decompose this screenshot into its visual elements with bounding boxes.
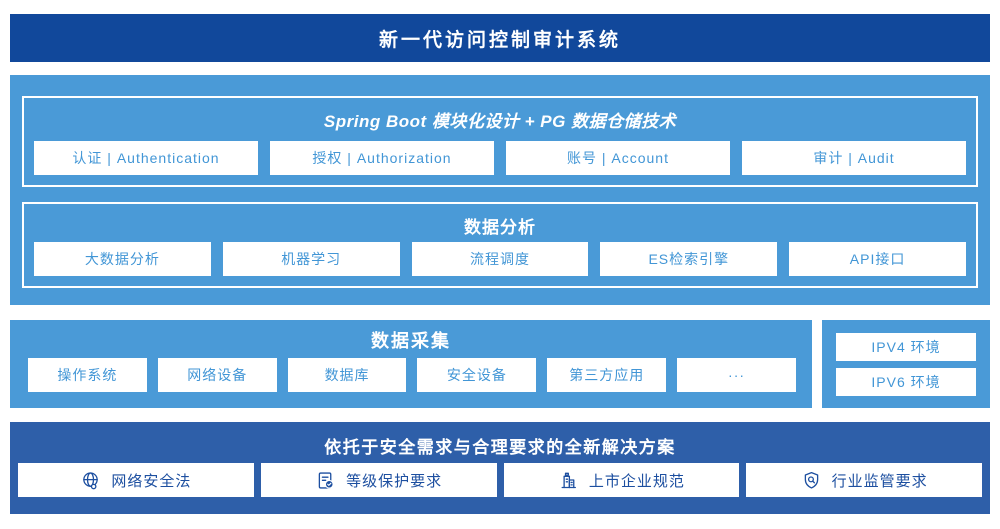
solution-label: 等级保护要求 [346,472,443,490]
collection-cell-thirdparty: 第三方应用 [547,358,667,392]
solution-box-listed-company: 上市企业规范 [503,463,740,497]
module-cell-authorization: 授权 | Authorization [270,141,494,175]
solution-box-cybersecurity-law: 网络安全法 [18,463,254,497]
modules-box: Spring Boot 模块化设计 + PG 数据仓储技术 认证 | Authe… [22,96,978,187]
analysis-cell-bigdata: 大数据分析 [34,242,211,276]
page-title: 新一代访问控制审计系统 [378,29,621,51]
collection-cell-network: 网络设备 [157,358,277,392]
env-cell-ipv6: IPV6 环境 [836,368,976,396]
collection-cell-database: 数据库 [287,358,407,392]
solution-row: 网络安全法 等级保护要求 上市企业规范 [18,463,982,497]
solution-section: 依托于安全需求与合理要求的全新解决方案 网络安全法 等级保护要求 [10,422,990,514]
page-title-banner: 新一代访问控制审计系统 [10,14,990,62]
environments-section: IPV4 环境 IPV6 环境 [822,320,990,408]
shield-search-icon [804,471,818,489]
solution-label: 行业监管要求 [831,472,928,490]
collection-cell-os: 操作系统 [28,358,147,392]
collection-title: 数据采集 [371,331,451,351]
analysis-box: 数据分析 大数据分析 机器学习 流程调度 ES检索引擎 API接口 [22,202,978,288]
solution-box-industry-regulation: 行业监管要求 [746,463,982,497]
analysis-cell-ml: 机器学习 [222,242,400,276]
module-cell-authentication: 认证 | Authentication [34,141,258,175]
modules-row: 认证 | Authentication 授权 | Authorization 账… [34,141,966,175]
solution-label: 上市企业规范 [588,472,685,490]
solution-label: 网络安全法 [111,472,192,490]
analysis-row: 大数据分析 机器学习 流程调度 ES检索引擎 API接口 [34,242,966,276]
analysis-cell-es: ES检索引擎 [600,242,778,276]
analysis-cell-api: API接口 [789,242,966,276]
document-check-icon [318,471,334,489]
collection-cell-more: ··· [677,358,796,392]
solution-title: 依托于安全需求与合理要求的全新解决方案 [324,438,676,457]
collection-cell-security: 安全设备 [417,358,537,392]
analysis-cell-workflow: 流程调度 [411,242,589,276]
platform-section: Spring Boot 模块化设计 + PG 数据仓储技术 认证 | Authe… [10,75,990,305]
analysis-title: 数据分析 [464,218,536,237]
module-cell-account: 账号 | Account [506,141,730,175]
collection-row: 操作系统 网络设备 数据库 安全设备 第三方应用 ··· [28,358,796,392]
solution-box-classified-protection: 等级保护要求 [260,463,497,497]
module-cell-audit: 审计 | Audit [742,141,966,175]
modules-title: Spring Boot 模块化设计 + PG 数据仓储技术 [323,112,677,131]
building-icon [561,472,576,488]
globe-icon [83,471,99,489]
collection-section: 数据采集 操作系统 网络设备 数据库 安全设备 第三方应用 ··· [10,320,812,408]
env-cell-ipv4: IPV4 环境 [836,333,976,361]
